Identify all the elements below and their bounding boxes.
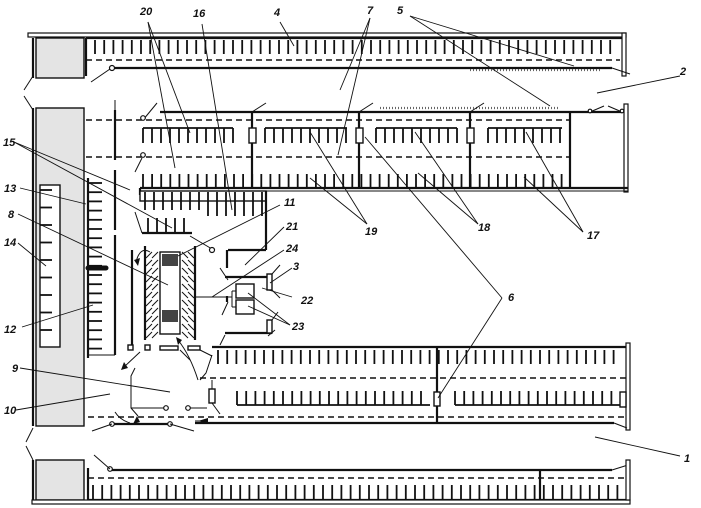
callout-15: 15 [3, 137, 16, 149]
herringbone-stall [181, 331, 189, 339]
herringbone-stall [145, 307, 153, 315]
callout-16: 16 [193, 8, 206, 20]
herringbone-stall [151, 323, 159, 331]
herringbone-stall [151, 299, 159, 307]
herringbone-stall [145, 299, 153, 307]
partition-feeder [355, 127, 364, 144]
herringbone-stall [187, 331, 195, 339]
callout-17: 17 [587, 230, 600, 242]
hatched-block-bottom [35, 459, 85, 501]
herringbone-stall [181, 259, 189, 267]
herringbone-stall [181, 307, 189, 315]
bottom-barn [31, 342, 631, 505]
callout-10: 10 [4, 405, 17, 417]
callout-20: 20 [139, 6, 153, 18]
herringbone-stall [187, 307, 195, 315]
callout-13: 13 [4, 183, 16, 195]
herringbone-stall [187, 283, 195, 291]
callout-5: 5 [397, 5, 404, 17]
callout-4: 4 [273, 7, 280, 19]
herringbone-stall [187, 275, 195, 283]
herringbone-stall [187, 291, 195, 299]
herringbone-stall [181, 323, 189, 331]
callout-1: 1 [684, 453, 690, 465]
leader-lines [13, 15, 681, 457]
herringbone-stall [187, 299, 195, 307]
herringbone-stall [151, 291, 159, 299]
callout-14: 14 [4, 237, 16, 249]
hatched-block-top [35, 37, 85, 79]
herringbone-stall [187, 259, 195, 267]
herringbone-stall [145, 323, 153, 331]
herringbone-stall [145, 267, 153, 275]
gate [358, 102, 374, 113]
left-service-block [23, 37, 117, 501]
partition-feeder [248, 127, 257, 144]
callout-2: 2 [679, 66, 686, 78]
herringbone-stall [151, 307, 159, 315]
callout-labels: 20 16 4 7 5 2 15 13 8 14 12 11 21 24 3 2… [3, 5, 690, 465]
callout-6: 6 [508, 292, 515, 304]
callout-19: 19 [365, 226, 378, 238]
herringbone-stall [145, 331, 153, 339]
herringbone-stall [151, 251, 159, 259]
herringbone-stall [187, 323, 195, 331]
herringbone-stall [145, 291, 153, 299]
callout-23: 23 [291, 321, 304, 333]
herringbone-stall [151, 259, 159, 267]
herringbone-stall [187, 267, 195, 275]
herringbone-stall [151, 283, 159, 291]
top-roof-edge [27, 32, 627, 38]
callout-21: 21 [285, 221, 298, 233]
milking-parlour [121, 188, 281, 381]
top-barn [27, 32, 631, 193]
herringbone-stall [145, 283, 153, 291]
callout-12: 12 [4, 324, 16, 336]
callout-24: 24 [285, 243, 298, 255]
herringbone-stall [181, 275, 189, 283]
room-14 [39, 184, 61, 348]
herringbone-stall [181, 283, 189, 291]
herringbone-stall [181, 299, 189, 307]
pit-stairs-bottom [162, 310, 178, 322]
callout-18: 18 [478, 222, 491, 234]
callout-3: 3 [293, 261, 299, 273]
herringbone-stall [145, 259, 153, 267]
callout-22: 22 [300, 295, 313, 307]
herringbone-stall [187, 315, 195, 323]
partition-feeder [466, 127, 475, 144]
herringbone-stall [151, 267, 159, 275]
herringbone-stall [181, 315, 189, 323]
herringbone-stall [181, 291, 189, 299]
herringbone-stall [181, 267, 189, 275]
herringbone-stall [151, 315, 159, 323]
herringbone-stall [187, 251, 195, 259]
gate [469, 102, 485, 113]
feeder-6 [433, 391, 441, 407]
callout-9: 9 [12, 363, 19, 375]
herringbone-stall [145, 251, 153, 259]
gate [251, 102, 267, 113]
herringbone-stall [151, 331, 159, 339]
pit-stairs-top [162, 254, 178, 266]
callout-11: 11 [284, 197, 295, 209]
callout-7: 7 [367, 5, 374, 17]
herringbone-stall [145, 315, 153, 323]
callout-8: 8 [8, 209, 15, 221]
